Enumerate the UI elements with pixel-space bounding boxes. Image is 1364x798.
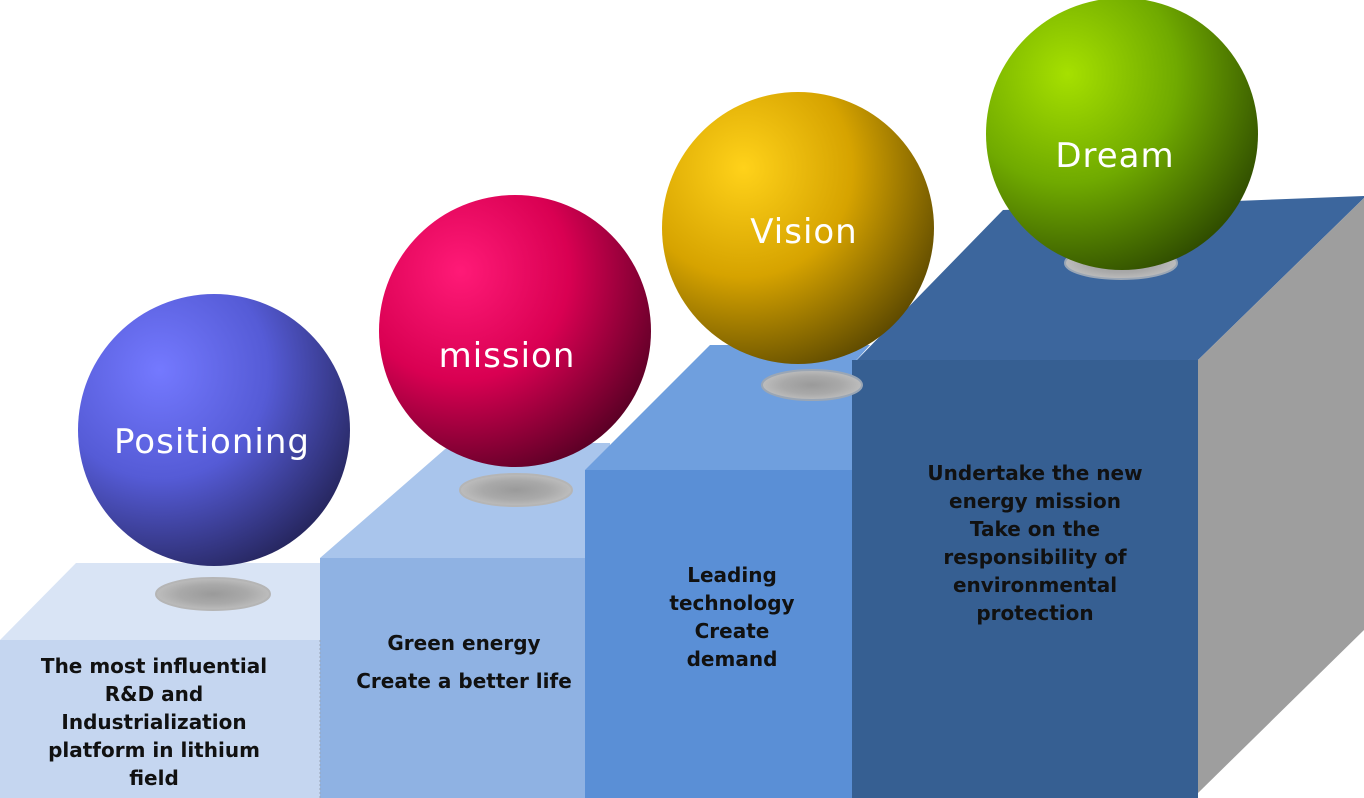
shadow-2: [459, 473, 573, 507]
sphere-mission: [379, 195, 651, 467]
step-2-description: Green energy Create a better life: [356, 631, 572, 693]
step-4-side: [1198, 198, 1364, 793]
step-1-description: The most influential R&D and Industriali…: [40, 654, 268, 790]
shadow-3: [761, 369, 863, 401]
sphere-label-dream: Dream: [1055, 136, 1174, 176]
step-2-top: [320, 443, 610, 558]
step-1-front: [0, 640, 320, 798]
step-4-description: Undertake the new energy mission Take on…: [927, 461, 1143, 625]
spheres: [78, 0, 1258, 566]
sphere-label-mission: mission: [439, 336, 576, 376]
step-3-block: [585, 345, 870, 798]
sphere-label-positioning: Positioning: [114, 422, 310, 462]
step-1-top: [0, 563, 320, 640]
sphere-label-vision: Vision: [750, 212, 857, 252]
sphere-dream: [986, 0, 1258, 270]
step-4-block: [852, 196, 1364, 798]
step-2-front: [320, 558, 585, 798]
step-3-front: [585, 470, 852, 798]
step-4-top: [852, 196, 1364, 365]
step-4-front: [852, 360, 1198, 798]
sphere-positioning: [78, 294, 350, 566]
step-2-block: [320, 443, 610, 798]
step-3-description: Leading technology Create demand: [669, 563, 795, 671]
shadow-1: [155, 577, 271, 611]
sphere-vision: [662, 92, 934, 364]
